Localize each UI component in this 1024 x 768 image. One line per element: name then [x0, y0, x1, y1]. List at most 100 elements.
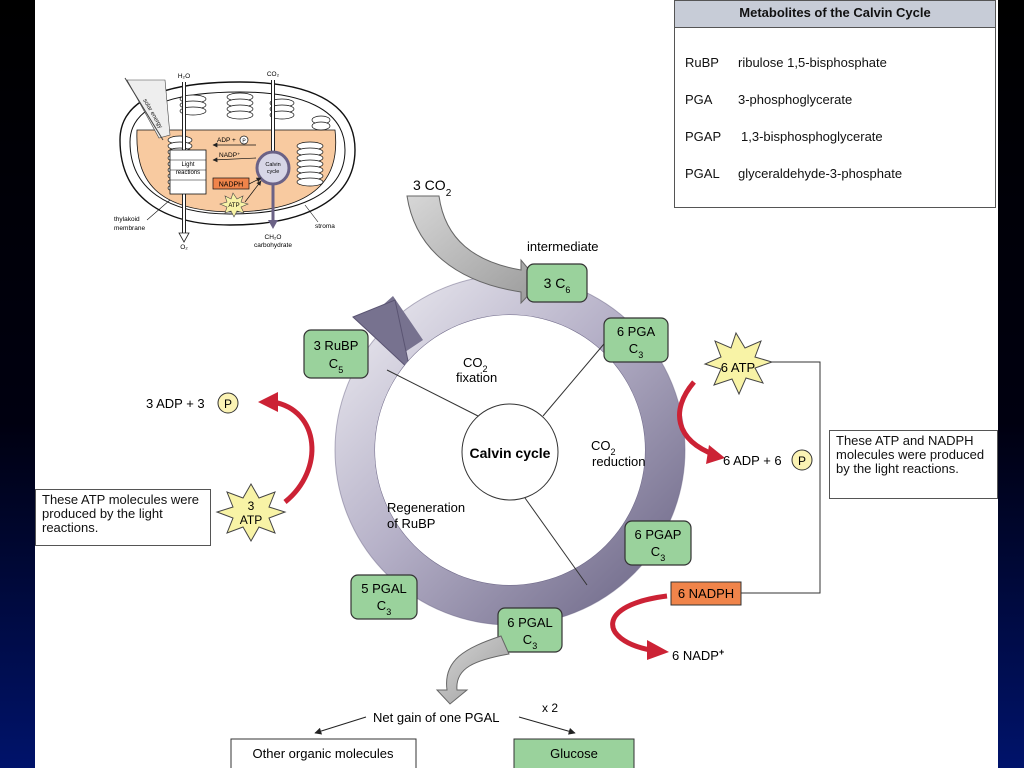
chloroplast-inset: solar energy H₂O O₂ CO₂ Light reactions … [114, 71, 356, 251]
mini-nadp-label: NADP⁺ [219, 152, 241, 159]
adp3-phosphate-label: P [224, 397, 232, 411]
light-label-line1: Light [181, 162, 194, 168]
ch2o-label-line2: carbohydrate [254, 242, 292, 249]
atp3-starburst [215, 482, 287, 543]
box-3c6: 3 C6 [526, 263, 588, 303]
mini-calvin-ring [255, 150, 291, 186]
svg-text:C3: C3 [629, 341, 643, 360]
divider-reduction-regeneration [524, 497, 588, 586]
svg-text:3 C6: 3 C6 [544, 275, 571, 295]
metabolite-abbr: RuBP [685, 55, 719, 70]
reduction-label: CO2 [591, 438, 616, 457]
nadph6-box [670, 581, 742, 606]
metabolite-name: 1,3-bisphosphoglycerate [741, 129, 883, 144]
reduction-label-line2: reduction [592, 454, 645, 469]
box-6pgap: 6 PGAP C3 [624, 520, 692, 566]
box-6pgal: 6 PGAL C3 [497, 607, 563, 653]
stroma-label: stroma [315, 223, 335, 230]
divider-fixation-reduction [542, 337, 610, 417]
metabolite-row: PGAL glyceraldehyde-3-phosphate [685, 166, 902, 181]
calvin-cycle-ring [335, 275, 685, 625]
center-label: Calvin cycle [470, 445, 551, 461]
net-gain-label: Net gain of one PGAL [373, 710, 499, 725]
mini-nadph-box [212, 177, 250, 190]
metabolite-name: ribulose 1,5-bisphosphate [738, 55, 887, 70]
box-3rubp: 3 RuBP C5 [303, 329, 369, 379]
nadph6-label: 6 NADPH [678, 586, 734, 601]
atp6-label: 6 ATP [721, 360, 755, 375]
adp3-phosphate-circle [217, 392, 239, 414]
svg-text:6 PGA: 6 PGA [617, 324, 656, 339]
svg-text:6 PGAP: 6 PGAP [635, 527, 682, 542]
intermediate-label: intermediate [527, 239, 599, 254]
thylakoid-label-line2: membrane [114, 225, 145, 232]
regeneration-label-line1: Regeneration [387, 500, 465, 515]
svg-text:C3: C3 [523, 632, 537, 651]
light-reactions-stack: Light reactions [169, 149, 207, 195]
atp6-starburst [703, 331, 774, 396]
metabolite-name: glyceraldehyde-3-phosphate [738, 166, 903, 181]
metabolite-row: PGA 3-phosphoglycerate [685, 92, 852, 107]
divider-fixation-regeneration [386, 369, 479, 417]
oxygen-arrow-head [178, 232, 190, 243]
metabolites-table-title: Metabolites of the Calvin Cycle [675, 1, 995, 28]
net-gain-right-arrow [518, 716, 576, 735]
svg-text:C3: C3 [377, 598, 391, 617]
pgal-output-arrow [435, 635, 510, 705]
metabolite-name: 3-phosphoglycerate [738, 92, 853, 107]
adp3-label: 3 ADP + 3 [146, 396, 205, 411]
right-note-box: These ATP and NADPH molecules were produ… [829, 430, 998, 499]
fixation-label-line2: fixation [456, 370, 497, 385]
center-circle [461, 403, 559, 501]
metabolite-abbr: PGAP [685, 129, 722, 144]
mini-atp-starburst [219, 192, 249, 218]
mini-phosphate-circle [239, 135, 249, 145]
h2o-label: H₂O [178, 73, 190, 80]
box-5pgal: 5 PGAL C3 [350, 574, 418, 620]
o2-label: O₂ [180, 244, 188, 251]
mini-phosphate-label: P [242, 139, 246, 145]
metabolite-row: PGAP 1,3-bisphosphoglycerate [685, 129, 883, 144]
other-organic-box [230, 738, 417, 768]
mini-calvin-line1: Calvin [265, 162, 280, 168]
fixation-label: CO2 [463, 355, 488, 374]
mini-calvin-line2: cycle [267, 169, 280, 175]
atp3-label-line2: ATP [240, 513, 262, 527]
metabolites-table: Metabolites of the Calvin Cycle RuBP ribu… [674, 0, 996, 208]
regeneration-label-line2: of RuBP [387, 516, 435, 531]
nadph6-red-arrow [610, 593, 668, 653]
metabolite-abbr: PGAL [685, 166, 720, 181]
glucose-label: Glucose [550, 746, 598, 761]
box-6pga: 6 PGA C3 [603, 317, 669, 363]
right-bracket-line [741, 361, 821, 594]
metabolite-abbr: PGA [685, 92, 713, 107]
mini-atp-label: ATP [228, 203, 239, 209]
light-label-line2: reactions [176, 170, 200, 176]
calvin-cycle-diagram: solar energy H₂O O₂ CO₂ Light reactions … [114, 71, 821, 768]
left-note-box: These ATP molecules were produced by the… [35, 489, 211, 546]
thylakoid-label-line1: thylakoid [114, 216, 140, 223]
atp6-red-arrow [677, 380, 716, 458]
svg-text:C5: C5 [329, 356, 343, 375]
adp6-label: 6 ADP + 6 [723, 453, 782, 468]
svg-text:5 PGAL: 5 PGAL [361, 581, 407, 596]
ring-arrowhead [352, 299, 411, 372]
adp6-phosphate-circle [791, 449, 813, 471]
adp6-phosphate-label: P [798, 454, 806, 468]
other-organic-label: Other organic molecules [253, 746, 394, 761]
svg-text:3 RuBP: 3 RuBP [314, 338, 359, 353]
net-gain-left-arrow [314, 716, 367, 735]
glucose-box [513, 738, 635, 768]
ch2o-label-line1: CH₂O [265, 234, 282, 241]
nadp6-label: 6 NADP+ [672, 647, 724, 663]
mini-adp-label: ADP + [217, 137, 236, 144]
co2-label: CO₂ [267, 71, 280, 78]
co2-input-label: 3 CO2 [413, 177, 452, 199]
x2-label: x 2 [542, 701, 558, 715]
svg-text:C3: C3 [651, 544, 665, 563]
slide: solar energy H₂O O₂ CO₂ Light reactions … [35, 0, 998, 768]
svg-text:6 PGAL: 6 PGAL [507, 615, 553, 630]
atp3-red-arrow [272, 399, 315, 504]
mini-nadph-label: NADPH [219, 182, 244, 189]
atp3-label-line1: 3 [248, 499, 255, 513]
